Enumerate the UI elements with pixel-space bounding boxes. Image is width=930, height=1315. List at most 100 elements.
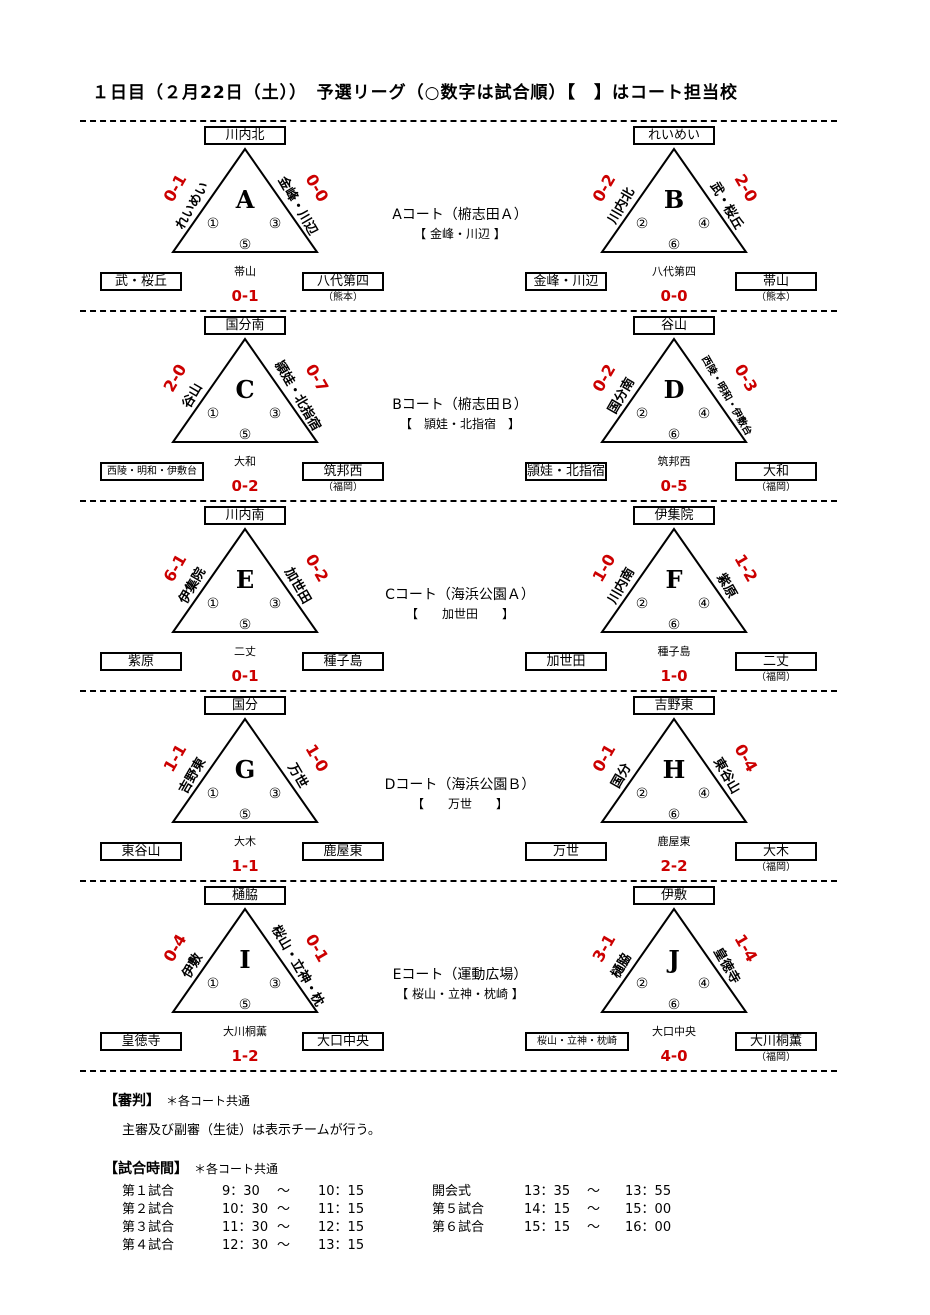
group-letter: A [235,185,255,214]
region-note: （福岡） [756,482,796,493]
region-note: （福岡） [323,482,363,493]
team-bottom-right: 鹿屋東 [302,842,384,861]
team-bottom-right: 帯山 [735,272,817,291]
bottom-match: 帯山 [234,265,256,278]
match-name: 開会式 [432,1184,472,1199]
team-top: 伊敷 [633,886,715,905]
match-order: ② [635,216,649,232]
league-triangle [600,337,748,443]
league-triangle [171,907,319,1013]
bottom-match: 鹿屋東 [657,835,691,848]
match-order: ② [635,596,649,612]
court-label: Eコート（運動広場） [392,967,528,983]
league-triangle [600,907,748,1013]
league-triangle [171,527,319,633]
start-time: 11：30 [222,1220,269,1235]
team-top: 樋脇 [204,886,286,905]
triangles [171,907,748,1013]
group-letter: D [663,375,685,404]
divider [80,310,837,312]
team-bottom-left: 金峰・川辺 [525,272,607,291]
bottom-match: 筑邦西 [657,455,691,468]
triangles [171,527,748,633]
divider [80,120,837,122]
referee-heading: 【審判】＊各コート共通 [104,1090,250,1110]
league-triangle [600,717,748,823]
group-letter: E [235,565,255,594]
bottom-result: 0‐0 [660,287,688,305]
region-note: （熊本） [756,292,796,303]
team-bottom-right: 大口中央 [302,1032,384,1051]
bottom-result: 1‐0 [660,667,688,685]
time-sep: ～ [277,1202,291,1217]
match-name: 第４試合 [122,1238,175,1253]
bottom-match: 八代第四 [652,265,696,278]
match-order: ③ [268,786,282,802]
start-time: 15：15 [524,1220,571,1235]
bottom-match: 大口中央 [652,1025,696,1038]
team-top: 川内北 [204,126,286,145]
bottom-result: 0‐1 [231,667,259,685]
match-order: ④ [697,976,711,992]
bottom-match: 大木 [234,835,256,848]
match-order: ④ [697,596,711,612]
match-order: ④ [697,406,711,422]
match-order: ③ [268,216,282,232]
time-sep: ～ [587,1202,601,1217]
group-letter: C [235,375,255,404]
team-top: 谷山 [633,316,715,335]
times-heading: 【試合時間】＊各コート共通 [104,1158,278,1178]
court-school: 【 桜山・立神・枕崎 】 [396,987,524,1001]
match-order: ⑤ [238,997,252,1013]
match-order: ③ [268,596,282,612]
start-time: 10：30 [222,1202,269,1217]
team-bottom-left: 東谷山 [100,842,182,861]
start-time: 12：30 [222,1238,269,1253]
group-row: Bコート（椨志田Ｂ）【 頴娃・北指宿 】国分南西陵・明和・伊敷台筑邦西（福岡）C… [0,310,930,495]
bottom-result: 0‐1 [231,287,259,305]
match-order: ③ [268,976,282,992]
team-bottom-right: 二丈 [735,652,817,671]
match-order: ② [635,406,649,422]
bottom-match: 大和 [234,455,256,468]
league-triangle [171,717,319,823]
end-time: 12：15 [318,1220,365,1235]
court-label: Bコート（椨志田Ｂ） [392,397,528,413]
match-order: ① [206,596,220,612]
team-top: 川内南 [204,506,286,525]
time-sep: ～ [587,1184,601,1199]
team-top: 国分南 [204,316,286,335]
court-school: 【 万世 】 [411,797,508,811]
league-triangle [171,147,319,253]
match-name: 第３試合 [122,1220,175,1235]
match-order: ⑥ [667,237,681,253]
divider [80,880,837,882]
match-name: 第６試合 [432,1220,485,1235]
team-top: 吉野東 [633,696,715,715]
group-letter: H [662,755,686,784]
team-bottom-left: 頴娃・北指宿 [525,462,607,481]
divider [80,690,837,692]
match-order: ⑥ [667,617,681,633]
court-school: 【 頴娃・北指宿 】 [399,417,520,431]
bottom-result: 0‐5 [660,477,688,495]
end-time: 15：00 [625,1202,672,1217]
group-letter: G [234,755,256,784]
page-title: １日目（２月22日（土）） 予選リーグ（○数字は試合順）【 】はコート担当校 [92,83,738,103]
match-name: 第１試合 [122,1184,175,1199]
match-order: ① [206,976,220,992]
region-note: （熊本） [323,292,363,303]
team-bottom-left: 桜山・立神・枕崎 [525,1032,629,1051]
referee-title: 【審判】 [104,1093,160,1109]
court-label: Dコート（海浜公園Ｂ） [384,777,536,793]
start-time: 14：15 [524,1202,571,1217]
match-order: ⑤ [238,617,252,633]
group-letter: F [665,565,683,594]
team-bottom-left: 皇徳寺 [100,1032,182,1051]
league-triangle [600,147,748,253]
